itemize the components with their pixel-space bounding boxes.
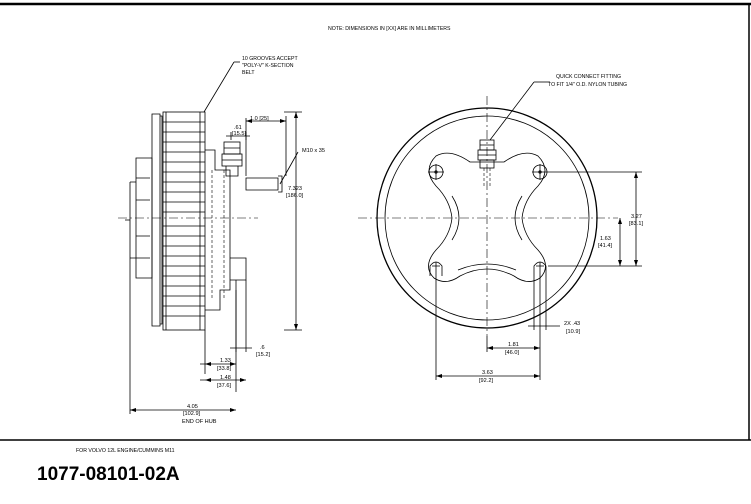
dim-363: 3.63 xyxy=(482,370,493,376)
front-view: QUICK CONNECT FITTING TO FIT 1/4" O.D. N… xyxy=(358,74,643,384)
dim-133-mm: [33.8] xyxy=(217,366,231,372)
quick-connect-fitting xyxy=(477,139,497,188)
dim-7323: 7.323 xyxy=(288,186,302,192)
mounting-plate xyxy=(428,152,546,282)
part-number: 1077-08101-02A xyxy=(37,464,180,485)
engine-note: FOR VOLVO 12L ENGINE/CUMMINS M11 xyxy=(76,448,175,454)
dim-2x43: 2X .43 xyxy=(564,321,580,327)
bolt-thread-label: M10 x 35 xyxy=(302,148,325,154)
hub-body xyxy=(205,149,231,311)
dim-133: 1.33 xyxy=(220,358,231,364)
fitting-note-line-1: QUICK CONNECT FITTING xyxy=(556,74,621,80)
dim-148: 1.48 xyxy=(220,375,231,381)
grooves-note-line-3: BELT xyxy=(242,70,255,76)
grooves-note-line-2: "POLY-V" K-SECTION xyxy=(242,63,294,69)
dim-6: .6 xyxy=(260,345,265,351)
dim-6-mm: [15.2] xyxy=(256,352,270,358)
dim-148-mm: [37.6] xyxy=(217,383,231,389)
belt-grooves xyxy=(162,111,206,331)
side-fitting xyxy=(221,141,243,177)
dimensions-note: NOTE: DIMENSIONS IN [XX] ARE IN MILLIMET… xyxy=(328,26,451,32)
dim-81-mm: [15.5] xyxy=(232,131,246,137)
dim-363-mm: [92.2] xyxy=(479,378,493,384)
side-view: 10 GROOVES ACCEPT "POLY-V" K-SECTION BEL… xyxy=(118,56,325,425)
dim-405-mm: [102.9] xyxy=(183,411,201,417)
dimension-arrowheads xyxy=(130,112,638,412)
dim-163: 1.63 xyxy=(600,236,611,242)
dim-181: 1.81 xyxy=(508,342,519,348)
dim-2x43-mm: [10.9] xyxy=(566,329,580,335)
dim-163-mm: [41.4] xyxy=(598,243,612,249)
dim-327: 3.27 xyxy=(631,214,642,220)
end-of-hub-label: END OF HUB xyxy=(182,419,217,425)
dim-181-mm: [46.0] xyxy=(505,350,519,356)
fitting-note-line-2: TO FIT 1/4" O.D. NYLON TUBING xyxy=(548,82,627,88)
dim-7323-mm: [186.0] xyxy=(286,193,304,199)
pulley-body xyxy=(151,113,161,327)
dim-405: 4.05 xyxy=(187,404,198,410)
mounting-bolt xyxy=(245,177,279,191)
dim-327-mm: [83.1] xyxy=(629,221,643,227)
dim-1-0: 1.0 [25] xyxy=(250,116,269,122)
dim-81: .61 xyxy=(234,125,242,131)
grooves-note-line-1: 10 GROOVES ACCEPT xyxy=(242,56,298,62)
